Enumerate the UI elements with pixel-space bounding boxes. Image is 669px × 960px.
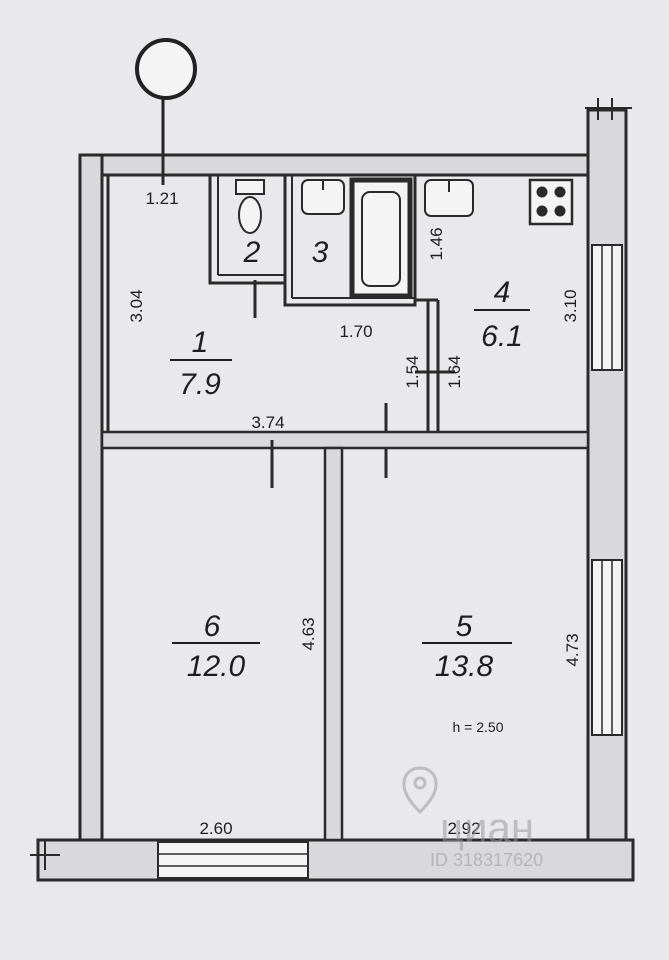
dim-kitchen-left-bottom: 1.64 <box>445 355 464 388</box>
dim-room5-right: 4.73 <box>563 633 582 666</box>
stove-icon <box>528 178 574 226</box>
room-4-area: 6.1 <box>481 320 523 353</box>
window-kitchen <box>591 244 623 371</box>
room-5: 5 13.8 h = 2.50 <box>422 610 512 735</box>
dim-top-corridor: 1.21 <box>145 189 178 208</box>
room-2-number: 2 <box>243 236 261 269</box>
room-3: 3 <box>312 236 329 269</box>
walls <box>30 98 635 882</box>
watermark-brand: циан <box>440 804 534 851</box>
ceiling-height: h = 2.50 <box>453 719 504 735</box>
window-room-5 <box>591 559 623 736</box>
dim-room6-bottom: 2.60 <box>199 819 232 838</box>
room-5-number: 5 <box>456 610 473 643</box>
bathtub-icon <box>349 177 413 299</box>
room-3-number: 3 <box>312 236 329 269</box>
dim-hall-bottom: 3.74 <box>251 413 284 432</box>
fixtures <box>235 177 574 299</box>
room-1-number: 1 <box>192 326 209 359</box>
dim-hall-right: 1.54 <box>403 355 422 388</box>
watermark-id: ID 318317620 <box>430 850 543 870</box>
dim-bath-width: 1.70 <box>339 322 372 341</box>
sink-icon <box>301 179 345 215</box>
room-6: 6 12.0 <box>172 610 260 683</box>
room-1-area: 7.9 <box>179 368 221 401</box>
room-1: 1 7.9 <box>170 326 232 401</box>
room-4: 4 6.1 <box>474 276 530 353</box>
room-6-number: 6 <box>204 610 221 643</box>
watermark: циан ID 318317620 <box>402 766 543 870</box>
room-5-area: 13.8 <box>435 650 494 683</box>
dim-room6-right: 4.63 <box>299 617 318 650</box>
kitchen-sink-icon <box>424 179 474 217</box>
dim-kitchen-right: 3.10 <box>561 289 580 322</box>
room-6-area: 12.0 <box>187 650 246 683</box>
toilet-icon <box>235 179 265 234</box>
dim-kitchen-left-top: 1.46 <box>427 227 446 260</box>
dimensions: 1.21 3.04 1.70 3.74 1.54 1.46 1.64 3.10 … <box>127 189 582 838</box>
dim-room5-bottom: 2.92 <box>447 819 480 838</box>
room-4-number: 4 <box>494 276 511 309</box>
compass-icon <box>135 38 197 162</box>
location-pin-icon <box>402 766 438 815</box>
dim-hall-left: 3.04 <box>127 289 146 322</box>
window-room-6 <box>157 841 309 879</box>
room-2: 2 <box>243 236 261 269</box>
